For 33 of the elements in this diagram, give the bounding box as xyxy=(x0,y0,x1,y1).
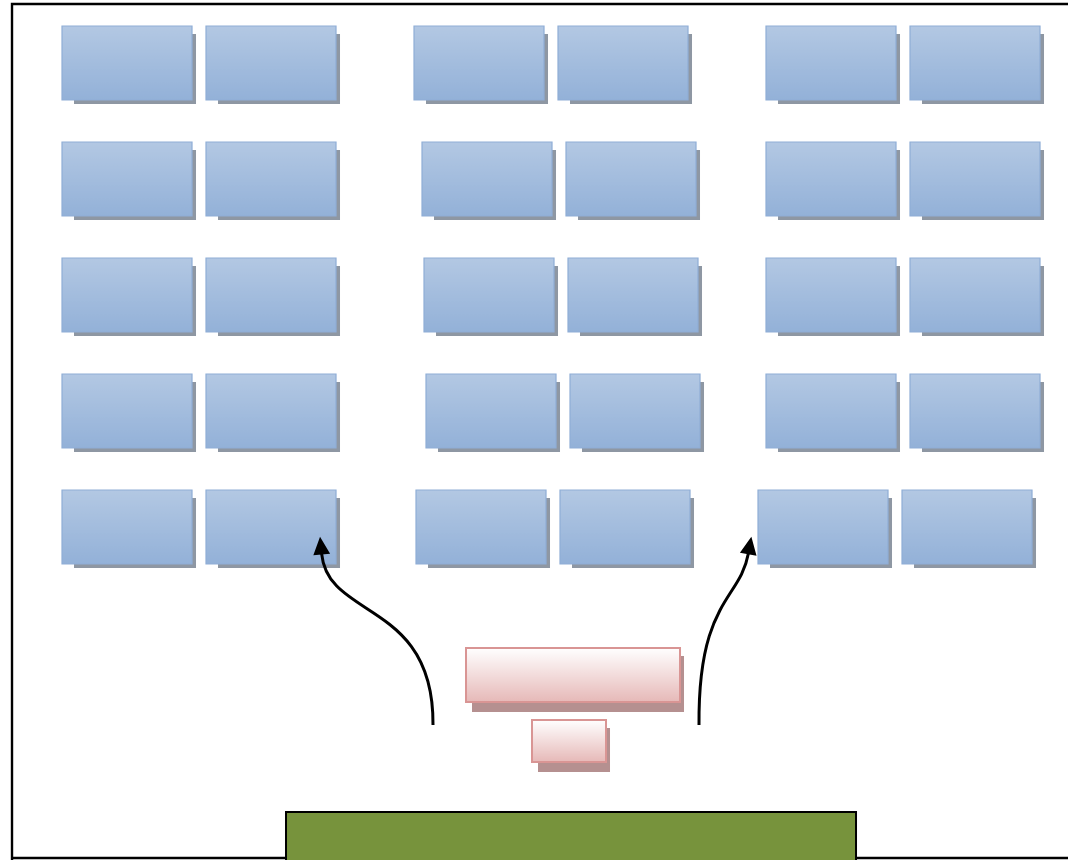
board-bar xyxy=(285,811,857,860)
desk-box xyxy=(425,373,560,452)
desk-box xyxy=(205,141,340,220)
desk-box xyxy=(909,257,1044,336)
desk-box xyxy=(61,257,196,336)
desk-box xyxy=(909,373,1044,452)
desk-box xyxy=(565,141,700,220)
table-box xyxy=(465,647,684,712)
desk-box xyxy=(757,489,892,568)
desk-box xyxy=(61,489,196,568)
desk-box xyxy=(205,25,340,104)
desk-box xyxy=(765,141,900,220)
desk-box xyxy=(205,489,340,568)
desk-box xyxy=(413,25,548,104)
desk-box xyxy=(567,257,702,336)
desk-box xyxy=(909,141,1044,220)
desk-box xyxy=(423,257,558,336)
desk-box xyxy=(559,489,694,568)
desk-box xyxy=(765,257,900,336)
desk-box xyxy=(205,257,340,336)
desk-box xyxy=(901,489,1036,568)
desk-box xyxy=(421,141,556,220)
desk-box xyxy=(909,25,1044,104)
desk-box xyxy=(557,25,692,104)
desk-box xyxy=(569,373,704,452)
desk-box xyxy=(61,373,196,452)
desk-box xyxy=(61,141,196,220)
desk-box xyxy=(415,489,550,568)
table-box xyxy=(531,719,610,772)
desk-box xyxy=(765,373,900,452)
desk-box xyxy=(205,373,340,452)
desk-box xyxy=(765,25,900,104)
desk-box xyxy=(61,25,196,104)
